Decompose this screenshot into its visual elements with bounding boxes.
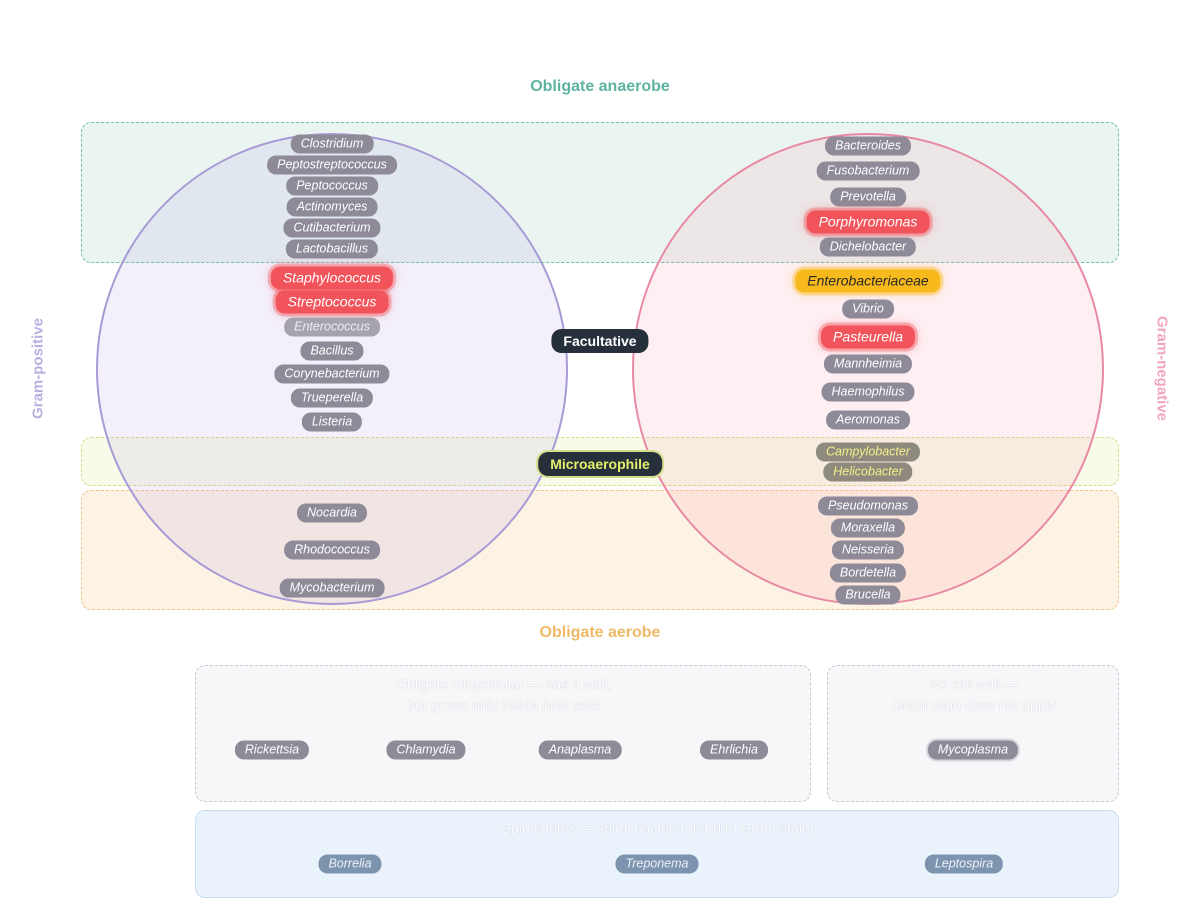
organism-chip: Listeria bbox=[301, 412, 363, 432]
organism-chip: Trueperella bbox=[290, 388, 374, 408]
obligate-anaerobe-title: Obligate anaerobe bbox=[530, 78, 670, 95]
organism-chip: Peptostreptococcus bbox=[267, 155, 397, 175]
no-wall-note-line2: Gram stain does not apply bbox=[892, 697, 1056, 713]
organism-chip: Enterococcus bbox=[284, 317, 380, 337]
highlighted-organism-chip: Staphylococcus bbox=[270, 266, 394, 290]
gram-negative-label: Gram-negative bbox=[1153, 315, 1171, 422]
organism-chip: Rickettsia bbox=[234, 740, 310, 760]
organism-chip: Moraxella bbox=[830, 518, 906, 538]
organism-chip: Mannheimia bbox=[823, 354, 913, 374]
spirochetes-box: Spirochetes — spiral bacteria (hard to G… bbox=[195, 810, 1119, 898]
organism-chip: Campylobacter bbox=[815, 442, 921, 462]
organism-chip: Corynebacterium bbox=[274, 364, 390, 384]
organism-chip: Ehrlichia bbox=[700, 740, 768, 760]
organism-chip: Aeromonas bbox=[826, 410, 910, 430]
organism-chip: Chlamydia bbox=[386, 740, 466, 760]
organism-chip: Pseudomonas bbox=[818, 496, 918, 516]
organism-chip: Leptospira bbox=[924, 854, 1004, 874]
organism-chip: Bacteroides bbox=[824, 136, 912, 156]
organism-chip: Cutibacterium bbox=[283, 218, 381, 238]
organism-chip: Lactobacillus bbox=[285, 239, 379, 259]
organism-chip: Bacillus bbox=[300, 341, 364, 361]
organism-chip: Rhodococcus bbox=[284, 540, 380, 560]
obligate-aerobe-title: Obligate aerobe bbox=[539, 624, 661, 641]
organism-chip: Brucella bbox=[835, 585, 901, 605]
highlighted-organism-chip: Porphyromonas bbox=[806, 210, 930, 234]
highlighted-organism-chip: Streptococcus bbox=[275, 290, 389, 314]
organism-chip: Peptococcus bbox=[286, 176, 378, 196]
organism-chip: Borrelia bbox=[318, 854, 382, 874]
organism-chip: Anaplasma bbox=[538, 740, 622, 760]
highlighted-organism-chip: Pasteurella bbox=[820, 325, 916, 349]
organism-chip: Clostridium bbox=[290, 134, 374, 154]
intracellular-note-line2: but grows only inside host cells bbox=[407, 697, 601, 713]
organism-chip: Neisseria bbox=[831, 540, 905, 560]
organism-chip: Mycoplasma bbox=[927, 740, 1019, 760]
microaerophile-tag: Microaerophile bbox=[538, 452, 662, 476]
obligate-intracellular-box: Obligate intracellular — has a wall, but… bbox=[195, 665, 811, 802]
no-cell-wall-box: No cell wall — Gram stain does not apply bbox=[827, 665, 1119, 802]
organism-chip: Fusobacterium bbox=[816, 161, 920, 181]
organism-chip: Actinomyces bbox=[286, 197, 378, 217]
organism-chip: Dichelobacter bbox=[819, 237, 917, 257]
organism-chip: Treponema bbox=[615, 854, 699, 874]
organism-chip: Helicobacter bbox=[823, 462, 913, 482]
organism-chip: Prevotella bbox=[830, 187, 906, 207]
spirochetes-note: Spirochetes — spiral bacteria (hard to G… bbox=[501, 820, 815, 836]
gram-positive-label: Gram-positive bbox=[29, 318, 47, 419]
organism-chip: Bordetella bbox=[829, 563, 907, 583]
organism-chip: Haemophilus bbox=[821, 382, 915, 402]
organism-chip: Vibrio bbox=[842, 299, 894, 319]
highlighted-organism-chip: Enterobacteriaceae bbox=[795, 269, 941, 293]
intracellular-note-line1: Obligate intracellular — has a wall, bbox=[396, 676, 612, 692]
organism-chip: Mycobacterium bbox=[279, 578, 385, 598]
facultative-tag: Facultative bbox=[551, 329, 649, 353]
organism-chip: Nocardia bbox=[296, 503, 368, 523]
no-wall-note-line1: No cell wall — bbox=[929, 676, 1019, 692]
